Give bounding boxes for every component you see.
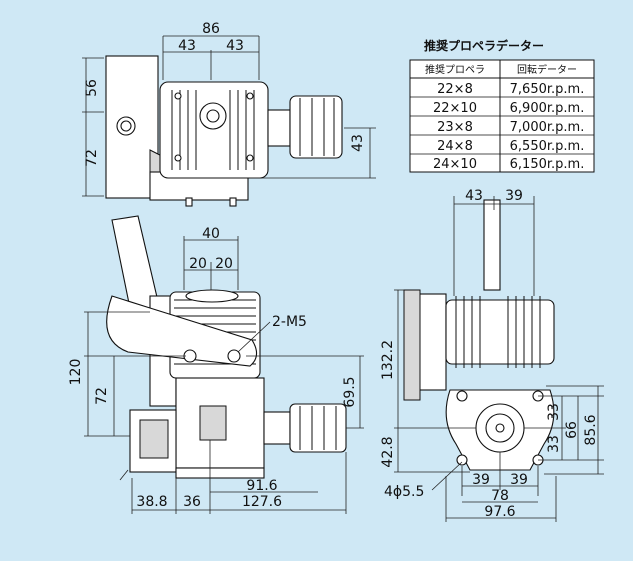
front-cooling-fins	[455, 296, 541, 368]
side-muffler	[289, 403, 347, 453]
dim-side-120: 120	[68, 359, 84, 386]
dim-side-69-5: 69.5	[342, 376, 358, 407]
table-cell: 6,900r.p.m.	[510, 101, 585, 116]
table-cell: 7,000r.p.m.	[510, 120, 585, 135]
dim-top-r43: 43	[350, 134, 366, 152]
side-mount-arm	[106, 295, 258, 367]
dim-front-33a: 33	[546, 403, 562, 421]
dim-top-h56: 56	[84, 79, 100, 97]
dim-top-right: 43	[226, 38, 244, 54]
propeller-table: 推奨プロペラデーター 推奨プロペラ 回転データー 22×8 7,650r.p.m…	[409, 38, 595, 173]
table-cell: 22×8	[437, 82, 473, 97]
table-cell: 7,650r.p.m.	[510, 82, 585, 97]
dim-front-39a: 39	[472, 472, 490, 488]
dim-front-42-8: 42.8	[380, 436, 396, 467]
front-rod	[483, 199, 501, 291]
front-view: 43 39 132.2 42.8 33 33 66 85.6 39 39 78	[380, 188, 604, 522]
top-exhaust-header	[267, 109, 291, 147]
table-title: 推奨プロペラデーター	[424, 38, 544, 53]
dim-side-38-8: 38.8	[136, 494, 167, 510]
top-view: 86 43 43 56 72 43	[82, 21, 376, 207]
dim-front-78: 78	[491, 488, 509, 504]
side-exhaust-header	[263, 411, 291, 445]
dim-top-left: 43	[178, 38, 196, 54]
table-cell: 6,150r.p.m.	[510, 157, 585, 172]
top-muffler	[289, 95, 343, 159]
side-head-top	[185, 289, 239, 303]
side-view: 40 20 20 2-M5 120 72 69.5 91.6 38.8 36 1…	[68, 215, 364, 514]
dim-front-66: 66	[564, 421, 580, 439]
dim-front-4phi: 4ϕ5.5	[384, 484, 424, 500]
dim-side-40: 40	[202, 226, 220, 242]
table-cell: 24×8	[437, 139, 473, 154]
dim-front-97-6: 97.6	[484, 504, 515, 520]
front-mount-plate	[415, 293, 447, 391]
dim-side-20b: 20	[215, 256, 233, 272]
dim-front-43: 43	[465, 188, 483, 204]
table-cell: 6,550r.p.m.	[510, 139, 585, 154]
dim-top-overall: 86	[202, 21, 220, 37]
dim-side-m5: 2-M5	[272, 314, 307, 330]
dim-front-39: 39	[505, 188, 523, 204]
side-label-plate	[199, 405, 227, 441]
dim-side-127-6: 127.6	[242, 494, 282, 510]
dim-front-85-6: 85.6	[583, 414, 599, 445]
dim-front-39b: 39	[510, 472, 528, 488]
dim-side-72: 72	[94, 387, 110, 405]
dim-front-33b: 33	[546, 435, 562, 453]
table-header-rpm: 回転データー	[517, 63, 577, 76]
dim-top-h72: 72	[84, 149, 100, 167]
table-cell: 23×8	[437, 120, 473, 135]
dim-front-132-2: 132.2	[380, 340, 396, 380]
table-cell: 22×10	[433, 101, 477, 116]
dim-side-20a: 20	[189, 256, 207, 272]
front-cylinder	[445, 299, 555, 365]
table-cell: 24×10	[433, 157, 477, 172]
dim-side-36: 36	[183, 494, 201, 510]
table-header-prop: 推奨プロペラ	[425, 63, 485, 76]
dim-side-91-6: 91.6	[246, 478, 277, 494]
